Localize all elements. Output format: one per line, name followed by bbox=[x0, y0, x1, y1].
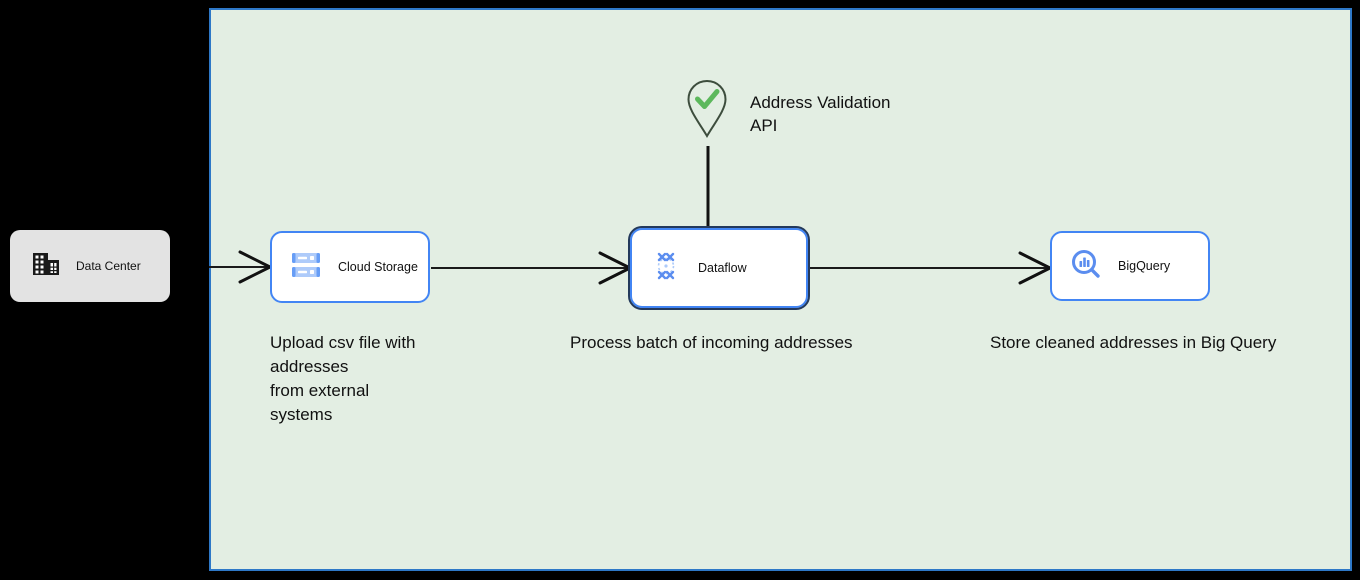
node-label-bigquery: BigQuery bbox=[1118, 259, 1171, 273]
node-label-dataflow: Dataflow bbox=[698, 261, 747, 275]
caption-upload-csv: Upload csv file with addresses from exte… bbox=[270, 333, 416, 424]
external-service-address-validation-api[interactable]: Address Validation API bbox=[686, 78, 891, 145]
node-cloud-storage[interactable]: Cloud Storage bbox=[270, 231, 430, 303]
node-label-cloud-storage: Cloud Storage bbox=[338, 260, 418, 274]
dataflow-icon bbox=[650, 250, 682, 287]
caption-store-cleaned: Store cleaned addresses in Big Query bbox=[990, 333, 1277, 352]
location-pin-check-icon bbox=[686, 78, 728, 145]
node-label-data-center: Data Center bbox=[76, 259, 141, 273]
node-dataflow[interactable]: Dataflow bbox=[628, 226, 810, 310]
node-bigquery[interactable]: BigQuery bbox=[1050, 231, 1210, 301]
node-data-center[interactable]: Data Center bbox=[10, 230, 170, 302]
bigquery-icon bbox=[1070, 248, 1102, 285]
external-service-label: Address Validation API bbox=[750, 93, 891, 135]
building-icon bbox=[32, 251, 60, 282]
cloud-storage-icon bbox=[290, 250, 322, 285]
caption-process-batch: Process batch of incoming addresses bbox=[570, 333, 853, 352]
